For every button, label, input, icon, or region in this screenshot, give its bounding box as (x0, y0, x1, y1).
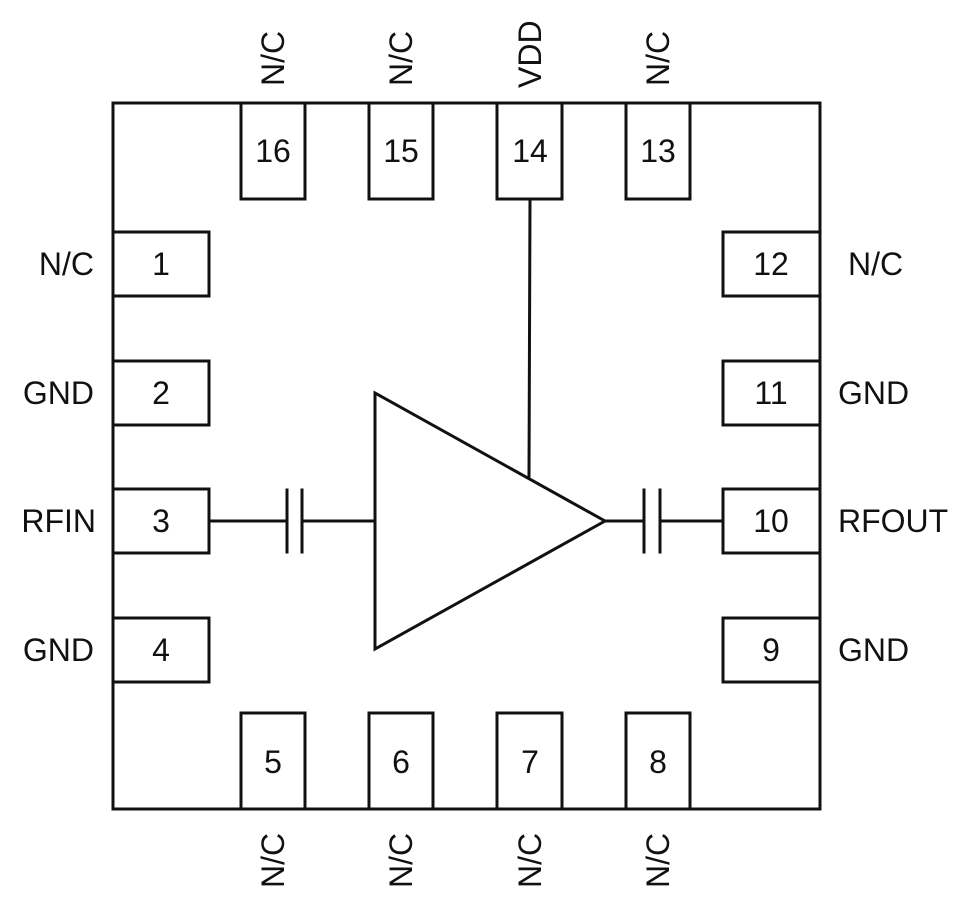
pin-pad (495, 711, 564, 811)
pin-pad (721, 230, 822, 298)
pin-label: N/C (383, 31, 419, 86)
output-capacitor-icon (603, 488, 725, 554)
pin-1: 1 N/C (39, 230, 211, 298)
pin-label: N/C (640, 31, 676, 86)
vdd-wire (527, 197, 532, 478)
pin-6: 6 N/C (367, 711, 435, 888)
pin-number: 16 (255, 133, 291, 169)
pin-label: N/C (848, 246, 903, 282)
right-pins: 12 N/C 11 GND 10 RFOUT 9 GND (721, 230, 948, 684)
pin-12: 12 N/C (721, 230, 903, 298)
pin-label: N/C (39, 246, 94, 282)
amplifier-triangle-icon (373, 390, 609, 652)
pin-pad (239, 101, 307, 201)
pin-label: VDD (512, 20, 548, 88)
pin-number: 15 (383, 133, 419, 169)
pin-pad (624, 711, 692, 811)
pin-7: 7 N/C (495, 711, 564, 888)
pin-number: 14 (512, 133, 548, 169)
bottom-pins: 5 N/C 6 N/C 7 N/C 8 N/C (239, 711, 692, 888)
pin-10: 10 RFOUT (721, 487, 948, 555)
pin-number: 3 (152, 503, 170, 539)
pin-2: 2 GND (23, 359, 211, 427)
pin-number: 9 (762, 632, 780, 668)
left-pins: 1 N/C 2 GND 3 RFIN 4 GND (21, 230, 211, 684)
pin-label: N/C (255, 833, 291, 888)
pin-11: 11 GND (721, 359, 909, 427)
pin-number: 4 (152, 632, 170, 668)
pin-label: N/C (512, 833, 548, 888)
pin-pad (367, 101, 435, 201)
pin-8: 8 N/C (624, 711, 692, 888)
pin-label: GND (23, 375, 94, 411)
pin-pad (721, 616, 822, 684)
pin-5: 5 N/C (239, 711, 307, 888)
pin-number: 8 (649, 744, 667, 780)
pin-number: 12 (753, 246, 789, 282)
pin-label: GND (838, 632, 909, 668)
pin-label: GND (838, 375, 909, 411)
pin-15: 15 N/C (367, 31, 435, 201)
pin-16: 16 N/C (239, 31, 307, 201)
package-outline (111, 101, 822, 811)
pin-label: N/C (640, 833, 676, 888)
pin-number: 10 (753, 503, 789, 539)
pin-label: N/C (255, 31, 291, 86)
pin-label: RFOUT (838, 503, 948, 539)
top-pins: 16 N/C 15 N/C 14 VDD 13 N/C (239, 20, 692, 201)
pin-13: 13 N/C (624, 31, 692, 201)
pin-label: GND (23, 632, 94, 668)
pin-4: 4 GND (23, 616, 211, 684)
pin-pad (111, 487, 211, 555)
pin-pad (495, 101, 564, 201)
pin-number: 7 (521, 744, 539, 780)
pin-label: RFIN (21, 503, 96, 539)
pin-pad (111, 230, 211, 298)
pin-pad (239, 711, 307, 811)
input-capacitor-icon (207, 488, 377, 554)
pin-pad (721, 487, 822, 555)
pin-14: 14 VDD (495, 20, 564, 201)
pin-3: 3 RFIN (21, 487, 211, 555)
pin-number: 2 (152, 375, 170, 411)
pin-number: 11 (754, 375, 787, 411)
pin-pad (721, 359, 822, 427)
pin-number: 5 (264, 744, 282, 780)
pin-pad (367, 711, 435, 811)
pin-pad (111, 359, 211, 427)
pin-pad (111, 616, 211, 684)
pin-pad (624, 101, 692, 201)
pin-number: 13 (640, 133, 676, 169)
pin-number: 1 (152, 246, 170, 282)
pin-number: 6 (392, 744, 410, 780)
pin-9: 9 GND (721, 616, 909, 684)
pin-label: N/C (383, 833, 419, 888)
